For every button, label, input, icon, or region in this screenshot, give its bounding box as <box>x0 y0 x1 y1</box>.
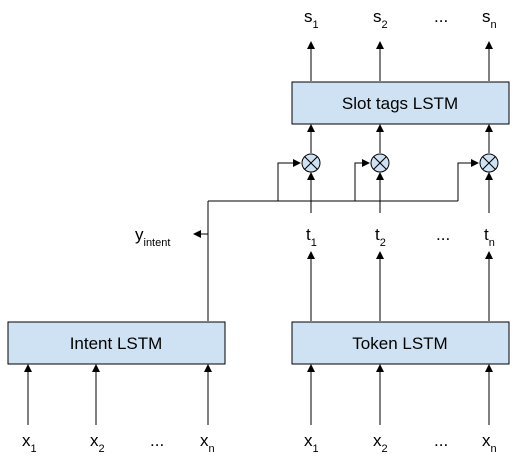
slot-ellipsis: ... <box>434 7 448 26</box>
token-ellipsis: ... <box>436 225 450 244</box>
input-label: x2 <box>90 431 105 455</box>
input-label: x1 <box>304 431 319 455</box>
token-label: t1 <box>306 225 317 249</box>
intent-output-label: yintent <box>135 225 170 249</box>
input-ellipsis: ... <box>434 431 448 450</box>
multiply-node <box>370 153 390 173</box>
input-label: xn <box>200 431 215 455</box>
intent-to-mult1-wire <box>277 159 301 201</box>
intent-lstm-label: Intent LSTM <box>70 334 163 353</box>
token-label: t2 <box>375 225 386 249</box>
input-label: x1 <box>22 431 37 455</box>
input-label: x2 <box>373 431 388 455</box>
token-lstm-label: Token LSTM <box>352 334 447 353</box>
slot-label: sn <box>482 7 497 31</box>
slot-tags-lstm-box <box>291 81 510 125</box>
slot-label: s2 <box>373 7 388 31</box>
token-label: tn <box>484 225 495 249</box>
input-ellipsis: ... <box>150 431 164 450</box>
intent-to-mult3-wire <box>457 159 479 201</box>
multiply-node <box>301 153 321 173</box>
slot-tags-lstm-label: Slot tags LSTM <box>342 94 458 113</box>
intent-lstm-box <box>7 321 226 365</box>
token-lstm-box <box>291 321 510 365</box>
multiply-node <box>479 153 499 173</box>
slot-label: s1 <box>304 7 319 31</box>
intent-to-mult2-wire <box>354 159 370 201</box>
input-label: xn <box>482 431 497 455</box>
